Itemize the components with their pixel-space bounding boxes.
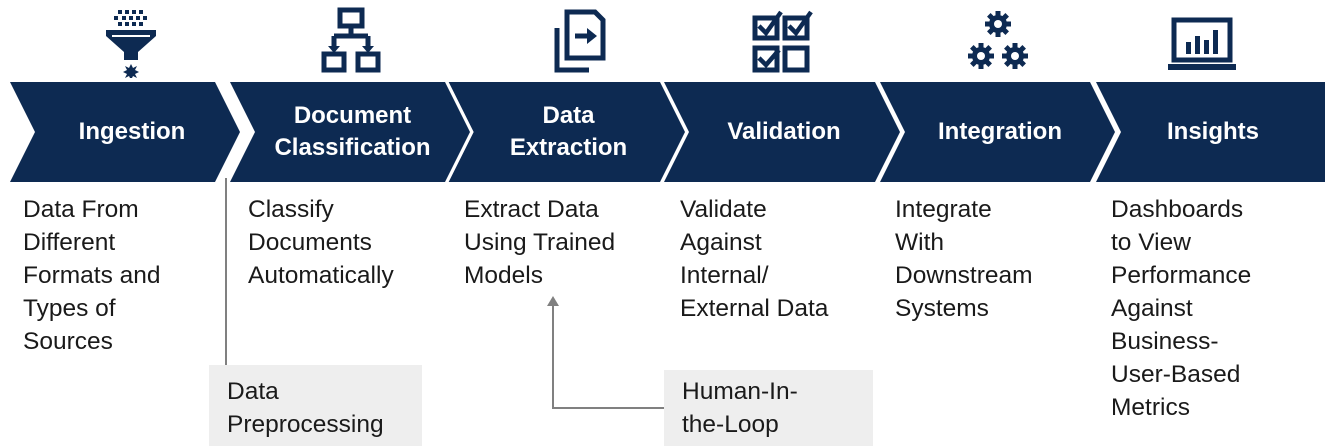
stage-description-validation: Validate Against Internal/ External Data	[680, 196, 829, 322]
chevron-insights	[1096, 82, 1325, 182]
stage-label-ingestion: Ingestion	[78, 118, 186, 145]
hierarchy-icon	[316, 6, 386, 78]
stage-description-insights: Dashboards to View Performance Against B…	[1111, 196, 1252, 421]
note-preprocessing: Data Preprocessing	[209, 365, 422, 446]
note-human-in-loop: Human-In- the-Loop	[664, 370, 873, 446]
stage-label-classification: Document Classification	[274, 102, 431, 161]
chevron-validation	[664, 82, 900, 182]
checklist-icon	[749, 6, 819, 78]
stage-label-extraction: Data Extraction	[509, 102, 628, 161]
document-extract-icon	[543, 6, 613, 78]
arrow-up-icon	[547, 296, 559, 306]
stage-label-insights: Insights	[1166, 118, 1259, 145]
stage-label-integration: Integration	[938, 118, 1062, 145]
stage-description-integration: Integrate With Downstream Systems	[895, 196, 1033, 322]
dashboard-monitor-icon	[1166, 6, 1238, 78]
chevron-ingestion	[10, 82, 240, 182]
chevron-classification	[230, 82, 470, 182]
stage-description-classification: Classify Documents Automatically	[248, 196, 394, 289]
chevron-band	[10, 82, 1325, 182]
human-in-loop-connector	[552, 302, 664, 409]
stage-label-validation: Validation	[727, 118, 841, 145]
chevron-integration	[880, 82, 1115, 182]
funnel-icon	[96, 6, 166, 78]
chevron-extraction	[448, 82, 685, 182]
stage-description-ingestion: Data From Different Formats and Types of…	[23, 196, 161, 355]
stage-description-extraction: Extract Data Using Trained Models	[464, 196, 616, 289]
